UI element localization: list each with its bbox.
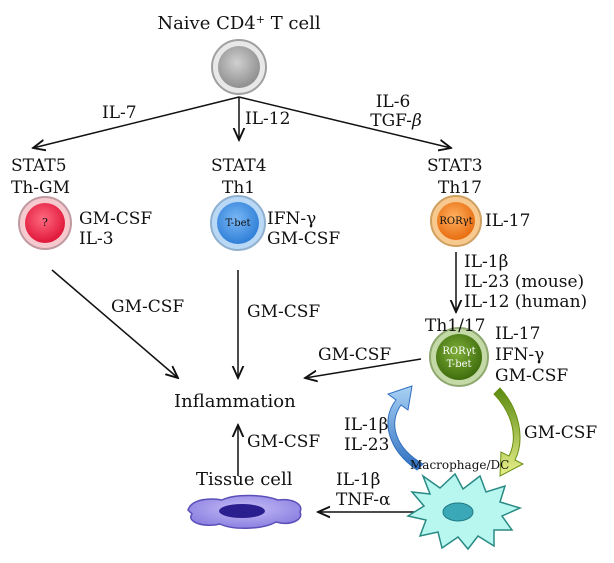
th117-cytokine-1: IL-17 [495, 324, 541, 344]
th117-marker-b: T-bet [446, 359, 472, 370]
th117-name: Th1/17 [425, 316, 486, 336]
thgm-marker: ? [42, 216, 48, 229]
th17-signal-3: IL-12 (human) [464, 292, 588, 312]
th1-cell [210, 195, 266, 251]
naive-cell [211, 39, 267, 95]
thgm-cell [18, 196, 72, 250]
tissue-cell [187, 494, 302, 529]
th1-cytokine-1: IFN-γ [267, 209, 317, 229]
gmcsf-from-tissue: GM-CSF [247, 432, 321, 452]
macrophage-label: Macrophage/DC [410, 458, 510, 472]
inflammation-arrows [51, 269, 422, 512]
th117-marker-a: RORγt [442, 346, 476, 357]
th1-stat: STAT4 [211, 156, 267, 176]
gmcsf-from-thgm: GM-CSF [111, 297, 185, 317]
macrophage-cell [406, 472, 523, 551]
th117-to-macro-signal: GM-CSF [524, 423, 598, 443]
macro-signal-1: IL-1β [344, 415, 389, 435]
inflammation-label: Inflammation [174, 391, 296, 412]
gmcsf-from-th1: GM-CSF [247, 302, 321, 322]
th1-cytokine-2: GM-CSF [267, 229, 341, 249]
signal-il12: IL-12 [245, 109, 291, 129]
root-label: Naive CD4+ T cell [157, 13, 321, 34]
signal-il6: IL-6 [375, 92, 411, 112]
gmcsf-from-th117: GM-CSF [318, 345, 392, 365]
th117-cytokine-3: GM-CSF [495, 366, 569, 386]
green-curved-arrow [493, 387, 525, 477]
macro-to-tissue-2: TNF-α [336, 490, 391, 510]
macro-to-tissue-1: IL-1β [336, 470, 381, 490]
th117-cell [429, 327, 489, 387]
th17-signal-1: IL-1β [464, 252, 509, 272]
th17-marker: RORγt [439, 216, 473, 227]
th17-cytokine-1: IL-17 [485, 211, 531, 231]
thgm-stat: STAT5 [11, 156, 67, 176]
th17-stat: STAT3 [427, 156, 483, 176]
th17-signal-2: IL-23 (mouse) [464, 272, 585, 292]
tissue-label: Tissue cell [196, 469, 293, 490]
th117-cytokine-2: IFN-γ [495, 345, 545, 365]
blue-curved-arrow [386, 385, 424, 471]
thgm-cytokine-1: GM-CSF [79, 209, 153, 229]
thgm-name: Th-GM [11, 178, 71, 198]
macro-signal-2: IL-23 [344, 435, 390, 455]
signal-tgfb: TGF-β [370, 111, 422, 131]
th1-name: Th1 [222, 178, 256, 198]
th1-marker: T-bet [225, 218, 251, 229]
branch-arrows [33, 96, 451, 148]
thgm-cytokine-2: IL-3 [79, 229, 114, 249]
signal-il7: IL-7 [102, 103, 137, 123]
th17-cell [430, 195, 482, 247]
th17-name: Th17 [438, 178, 482, 198]
